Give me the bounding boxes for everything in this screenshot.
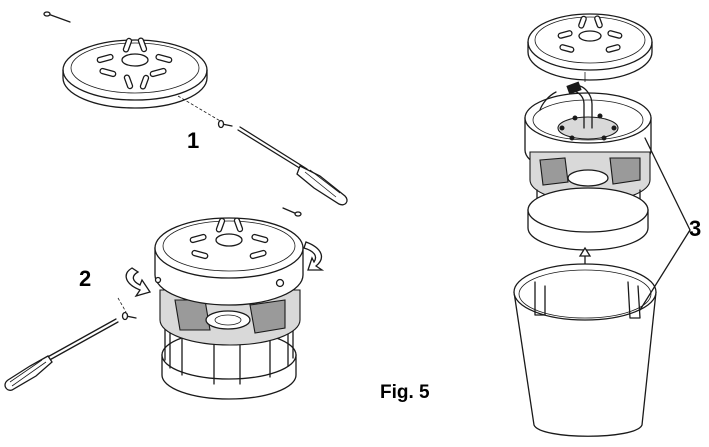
screw-icon (217, 119, 233, 129)
figure-caption: Fig. 5 (380, 382, 430, 403)
callout-2-label: 2 (79, 266, 91, 291)
screw-icon (121, 311, 137, 321)
step-2-housing (4, 207, 325, 400)
step-3-exploded (513, 13, 691, 437)
step-1-lid (43, 11, 348, 206)
rotate-arrow-icon (125, 241, 325, 298)
callout-3-label: 3 (689, 216, 701, 241)
up-arrow-icon (578, 246, 592, 266)
callout-1-label: 1 (187, 128, 199, 153)
screwdriver-icon (237, 126, 348, 206)
screwdriver-icon (4, 318, 119, 391)
